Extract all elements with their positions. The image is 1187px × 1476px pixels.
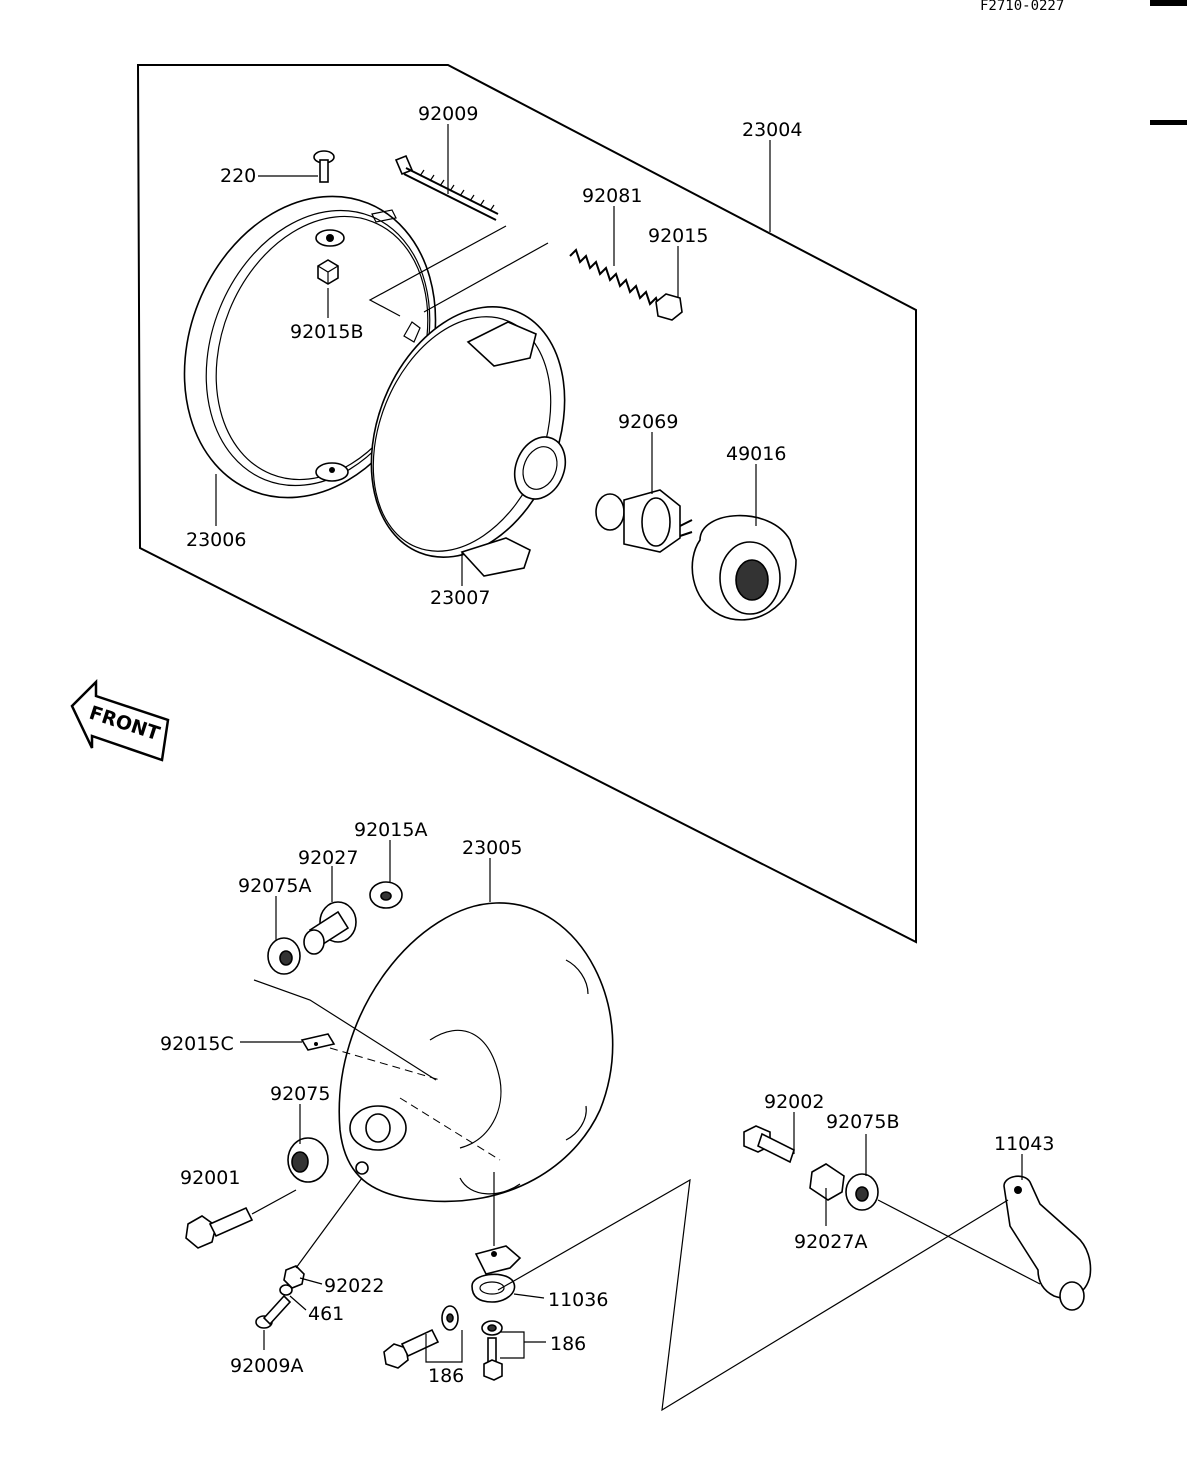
label-92027A: 92027A xyxy=(794,1231,867,1253)
grommet-92075B xyxy=(845,1173,879,1211)
guide-line xyxy=(497,1178,1009,1412)
guide-line xyxy=(423,242,549,313)
washer-186 xyxy=(481,1320,503,1336)
grommet-92075 xyxy=(287,1137,329,1183)
label-461: 461 xyxy=(308,1303,344,1325)
label-92009: 92009 xyxy=(418,103,478,125)
label-92002: 92002 xyxy=(764,1091,824,1113)
label-11043: 11043 xyxy=(994,1133,1054,1155)
guide-line xyxy=(399,1097,501,1161)
collar-92027 xyxy=(303,901,357,955)
label-92027: 92027 xyxy=(298,847,358,869)
guide-line xyxy=(295,1177,363,1269)
label-23007: 23007 xyxy=(430,587,490,609)
label-92075A: 92075A xyxy=(238,875,311,897)
label-92075: 92075 xyxy=(270,1083,330,1105)
label-92022: 92022 xyxy=(324,1275,384,1297)
guide-line xyxy=(368,225,507,317)
grommet-92075A xyxy=(267,937,301,975)
guide-line xyxy=(329,1047,441,1081)
label-49016: 49016 xyxy=(726,443,786,465)
label-92069: 92069 xyxy=(618,411,678,433)
screw-92009 xyxy=(394,154,499,221)
guide-line xyxy=(253,979,437,1081)
screw-92009A xyxy=(255,1294,292,1329)
label-92015C: 92015C xyxy=(160,1033,234,1055)
label-186: 186 xyxy=(550,1333,586,1355)
bulb-92069 xyxy=(595,489,693,553)
label-92015: 92015 xyxy=(648,225,708,247)
washer-186 xyxy=(441,1305,459,1331)
bolt-186 xyxy=(483,1337,503,1381)
headlight-rim xyxy=(183,195,437,499)
headlight-unit xyxy=(370,306,567,577)
nut-92022 xyxy=(283,1265,305,1289)
assembly-box xyxy=(136,64,917,944)
spring-92081 xyxy=(569,248,671,315)
bolt-92002 xyxy=(743,1125,795,1164)
leader-lines xyxy=(215,124,1023,1363)
label-23004: 23004 xyxy=(742,119,802,141)
clip-92015C xyxy=(300,1033,336,1051)
label-23005: 23005 xyxy=(462,837,522,859)
stay-11043 xyxy=(1003,1175,1092,1311)
label-92081: 92081 xyxy=(582,185,642,207)
label-11036: 11036 xyxy=(548,1289,608,1311)
bolt-92001 xyxy=(185,1189,297,1249)
headlight-housing xyxy=(338,902,614,1203)
screw-220 xyxy=(313,150,335,183)
label-92075B: 92075B xyxy=(826,1111,899,1133)
label-92015B: 92015B xyxy=(290,321,363,343)
label-186: 186 xyxy=(428,1365,464,1387)
nut-92015A xyxy=(369,881,403,909)
label-92009A: 92009A xyxy=(230,1355,303,1377)
boot-49016 xyxy=(691,514,797,621)
corner-mark xyxy=(1150,120,1187,125)
bolt-186 xyxy=(383,1328,440,1369)
label-92001: 92001 xyxy=(180,1167,240,1189)
nut-92015 xyxy=(655,293,683,321)
collar-92027A xyxy=(809,1163,845,1201)
front-arrow: FRONT xyxy=(70,678,170,762)
corner-mark xyxy=(1150,0,1187,6)
bracket-11036 xyxy=(471,1245,522,1303)
label-220: 220 xyxy=(220,165,256,187)
drawing-code: F2710-0227 xyxy=(980,0,1064,14)
guide-line xyxy=(877,1199,1041,1285)
nut-92015B xyxy=(317,259,339,285)
label-23006: 23006 xyxy=(186,529,246,551)
washer-461 xyxy=(279,1284,293,1296)
label-92015A: 92015A xyxy=(354,819,427,841)
